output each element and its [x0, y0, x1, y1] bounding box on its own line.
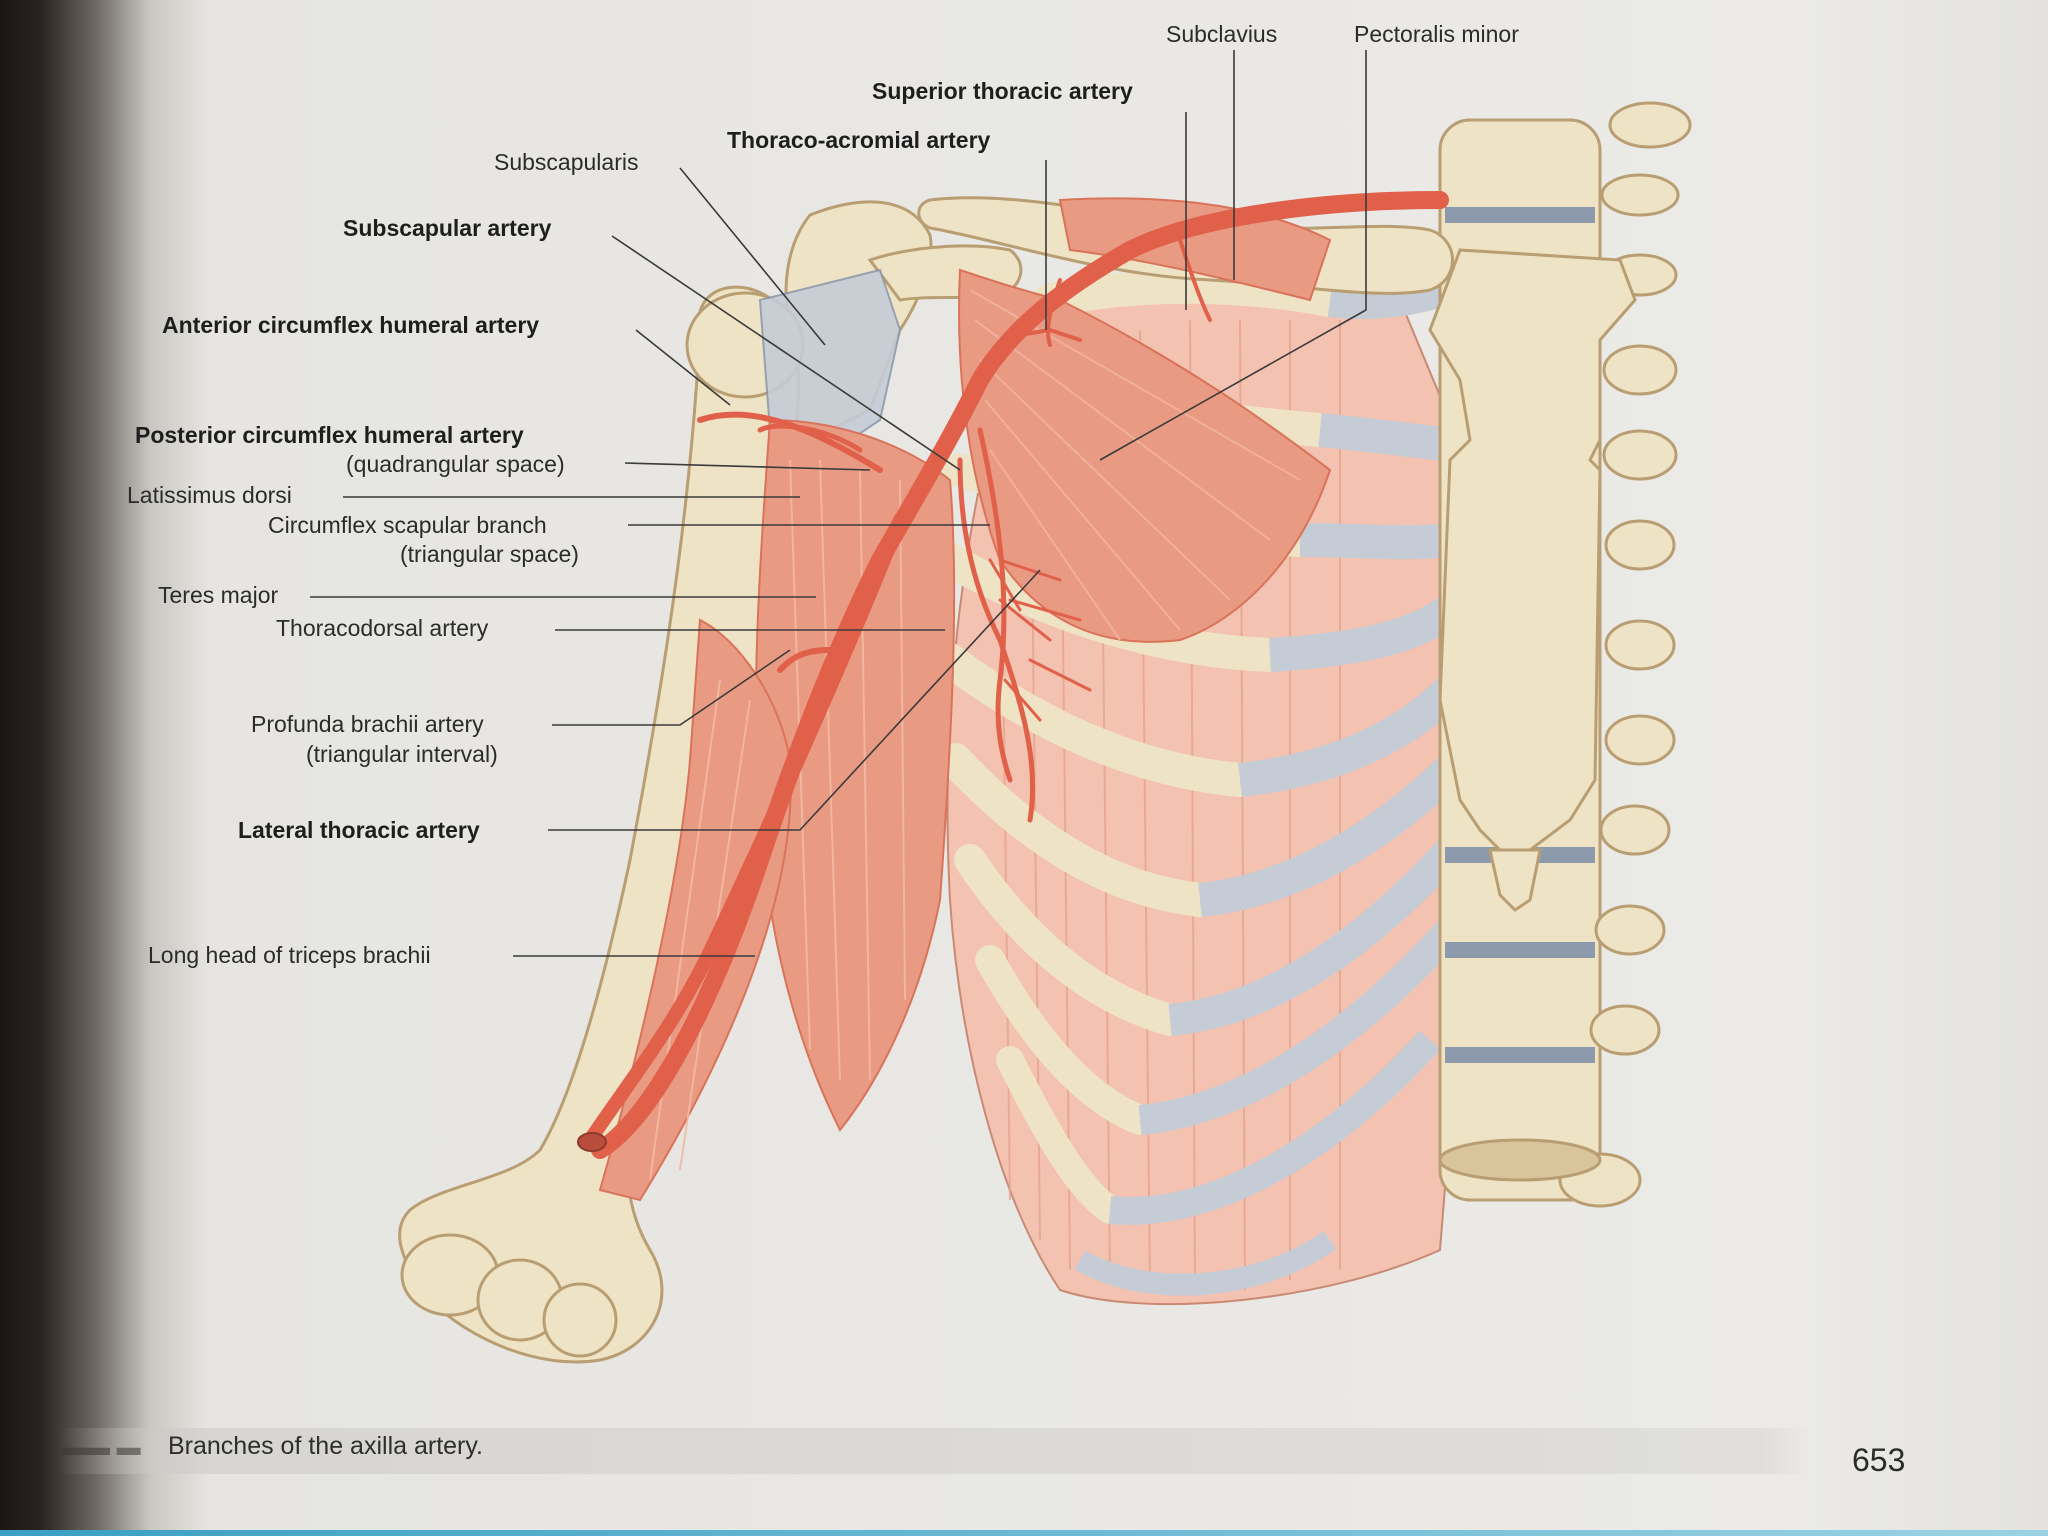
leader-lines — [310, 50, 1367, 957]
page-number: 653 — [1852, 1442, 1906, 1478]
label-profunda-brachii-artery: Profunda brachii artery — [251, 711, 484, 737]
label-latissimus-dorsi: Latissimus dorsi — [127, 482, 292, 508]
label-triangular-interval: (triangular interval) — [306, 741, 498, 767]
thoraco-acromial-branch — [1018, 278, 1082, 347]
label-triangular-space: (triangular space) — [400, 541, 579, 567]
caption-bar — [60, 1428, 1810, 1474]
arteries — [583, 191, 1449, 1159]
subclavius-muscle — [1058, 197, 1332, 302]
subscapular-branch — [957, 457, 1036, 823]
profunda-brachii-branch — [777, 647, 833, 673]
label-pectoralis-minor: Pectoralis minor — [1354, 21, 1519, 47]
pectoralis-minor — [958, 268, 1332, 643]
label-posterior-circumflex-humeral-artery: Posterior circumflex humeral artery — [135, 422, 524, 448]
label-long-head-triceps: Long head of triceps brachii — [148, 942, 431, 968]
label-lateral-thoracic-artery: Lateral thoracic artery — [238, 817, 480, 843]
humerus-condyles — [400, 1233, 618, 1358]
label-subclavius: Subclavius — [1166, 21, 1278, 47]
posterior-circumflex-branch — [697, 411, 883, 473]
label-quadrangular-space: (quadrangular space) — [346, 451, 565, 477]
label-subscapularis: Subscapularis — [494, 149, 639, 175]
label-thoracodorsal-artery: Thoracodorsal artery — [276, 615, 489, 641]
superior-thoracic-branch — [1178, 238, 1212, 322]
label-thoraco-acromial-artery: Thoraco-acromial artery — [727, 127, 991, 153]
xiphoid — [1488, 848, 1542, 912]
lateral-thoracic-branch — [977, 427, 1013, 783]
label-subscapular-artery: Subscapular artery — [343, 215, 552, 241]
label-circumflex-scapular-branch: Circumflex scapular branch — [268, 512, 547, 538]
figure-number-blurred: ▬▬ ▬ — [62, 1434, 141, 1461]
label-teres-major: Teres major — [158, 582, 279, 608]
brachial-artery — [583, 513, 907, 1147]
artery-cut-end — [577, 1132, 607, 1152]
axillary-artery — [591, 191, 1449, 1159]
bottom-edge-strip — [0, 1530, 2048, 1536]
figure-caption: Branches of the axilla artery. — [168, 1432, 483, 1460]
label-superior-thoracic-artery: Superior thoracic artery — [872, 78, 1133, 104]
label-anterior-circumflex-humeral-artery: Anterior circumflex humeral artery — [162, 312, 540, 338]
